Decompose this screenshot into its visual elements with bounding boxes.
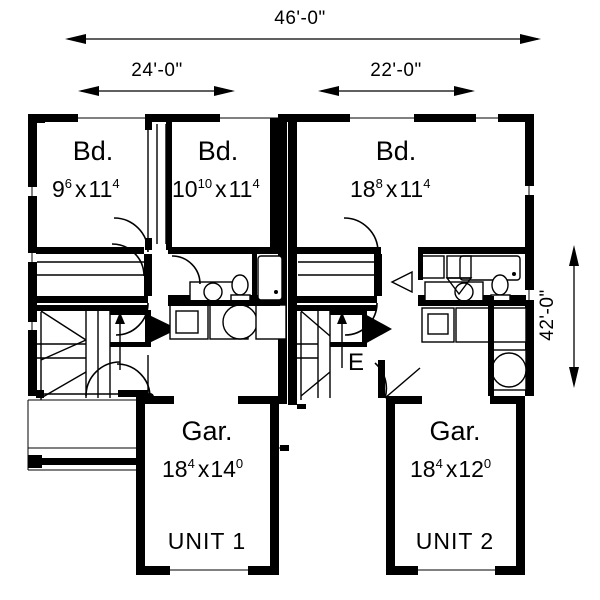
bathtub-icon bbox=[257, 255, 283, 301]
refrigerator-icon bbox=[491, 307, 527, 343]
counter-icon bbox=[455, 307, 491, 343]
room-bedroom-1-name: Bd. bbox=[73, 136, 114, 166]
sink-icon bbox=[203, 282, 223, 302]
toilet-icon bbox=[231, 274, 249, 296]
kitchen-sink-icon bbox=[222, 304, 258, 340]
stairs-unit2 bbox=[297, 305, 392, 400]
garage-unit1-name: Gar. bbox=[181, 416, 232, 446]
bathtub-icon bbox=[459, 255, 521, 281]
closet-unit2-upper bbox=[298, 217, 382, 296]
entry-marker-unit2: E bbox=[348, 349, 421, 399]
exterior-wall-top bbox=[36, 114, 534, 122]
room-bedroom-2-name: Bd. bbox=[198, 136, 239, 166]
counter-icon bbox=[424, 281, 484, 302]
cooktop-icon bbox=[427, 313, 449, 335]
entry-label: E bbox=[348, 349, 364, 376]
dimension-overall-width-label: 46'-0" bbox=[274, 8, 325, 29]
kitchen-unit2 bbox=[418, 300, 527, 396]
kitchen-sink-icon bbox=[491, 352, 527, 388]
porch-unit1 bbox=[27, 399, 136, 471]
dimension-overall-depth: 42'-0" bbox=[537, 245, 579, 388]
dimension-left-unit-width: 24'-0" bbox=[78, 60, 235, 96]
bathroom-unit2 bbox=[390, 247, 526, 316]
exterior-wall-left bbox=[28, 114, 37, 396]
cooktop-icon bbox=[175, 310, 199, 334]
dimension-overall-depth-label: 42'-0" bbox=[537, 289, 558, 340]
dimension-right-unit-width: 22'-0" bbox=[318, 60, 475, 96]
partition-bedroom-1-2 bbox=[145, 118, 172, 250]
room-unit1-lower-left bbox=[36, 355, 149, 398]
unit-2-label: UNIT 2 bbox=[416, 528, 494, 554]
kitchen-unit1 bbox=[168, 300, 287, 340]
dimension-right-unit-width-label: 22'-0" bbox=[370, 60, 421, 81]
exterior-wall-right bbox=[525, 114, 534, 396]
closet-unit1-upper bbox=[37, 217, 152, 296]
room-bedroom-3-name: Bd. bbox=[376, 136, 417, 166]
unit-1-label: UNIT 1 bbox=[168, 528, 246, 554]
stairs-unit1 bbox=[36, 305, 178, 400]
toilet-icon bbox=[491, 274, 509, 296]
refrigerator-icon bbox=[255, 304, 287, 340]
misc-wall-details bbox=[36, 114, 306, 451]
bathroom-unit1 bbox=[168, 247, 283, 303]
dimension-overall-width: 46'-0" bbox=[65, 8, 541, 44]
garage-unit2-name: Gar. bbox=[429, 416, 480, 446]
partition-bedroom-2-right bbox=[270, 118, 278, 250]
dimension-left-unit-width-label: 24'-0" bbox=[131, 60, 182, 81]
